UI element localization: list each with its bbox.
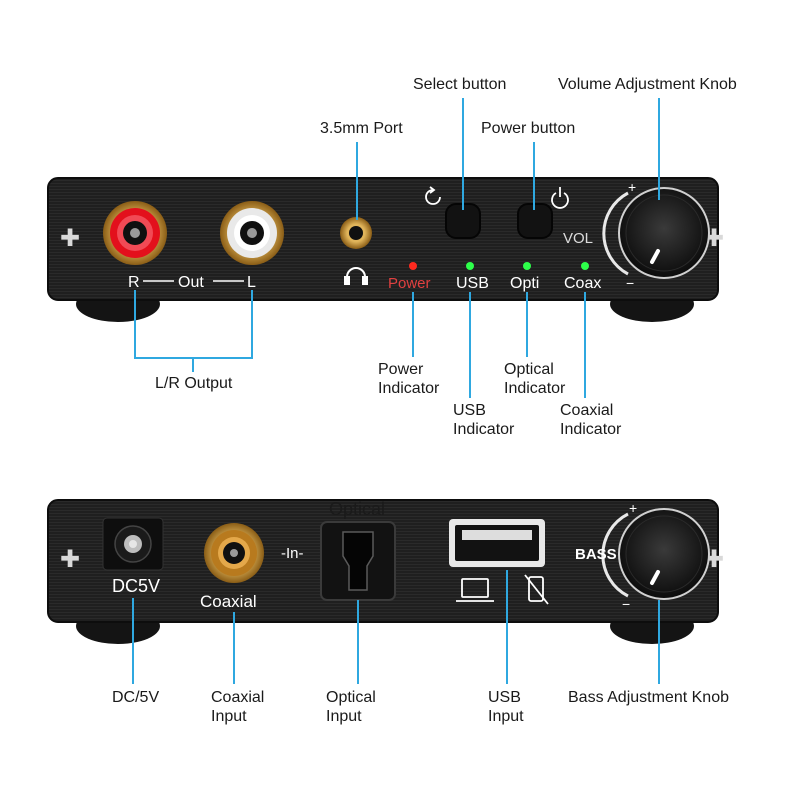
- optical-label: Optical: [329, 499, 385, 519]
- optical-input-callout-1: Optical: [326, 689, 376, 706]
- l-output-jack[interactable]: [220, 201, 284, 265]
- power-indicator-callout-2: Indicator: [378, 380, 440, 397]
- lr-output-callout: L/R Output: [155, 375, 233, 392]
- volume-knob-callout: Volume Adjustment Knob: [558, 76, 737, 93]
- in-label: -In-: [281, 545, 304, 562]
- bass-minus-label: −: [622, 596, 630, 612]
- headphones-icon: [344, 267, 368, 285]
- coaxial-label: Coaxial: [200, 592, 257, 611]
- volume-minus-label: −: [626, 275, 634, 291]
- out-label: Out: [178, 274, 204, 291]
- front-left-screw-icon: ✚: [60, 225, 80, 252]
- usb-input-callout-1: USB: [488, 689, 521, 706]
- no-phone-icon: [524, 574, 549, 605]
- port-35mm-callout: 3.5mm Port: [320, 120, 403, 137]
- headphone-port[interactable]: [340, 217, 372, 249]
- coax-led: [581, 262, 589, 270]
- optical-indicator-callout-1: Optical: [504, 361, 554, 378]
- usb-input-callout-2: Input: [488, 708, 524, 725]
- back-left-screw-icon: ✚: [60, 546, 80, 573]
- bass-knob-callout: Bass Adjustment Knob: [568, 689, 729, 706]
- usb-indicator-callout-2: Indicator: [453, 421, 515, 438]
- front-panel: ✚ ✚ R Out L: [47, 177, 724, 322]
- dc5v-label: DC5V: [112, 576, 160, 596]
- bass-label: BASS: [575, 546, 617, 563]
- optical-input-callout-2: Input: [326, 708, 362, 725]
- power-indicator-callout-1: Power: [378, 361, 424, 378]
- select-button-callout: Select button: [413, 76, 506, 93]
- power-icon: [551, 187, 569, 209]
- usb-input-port[interactable]: [449, 519, 545, 567]
- optical-input-port[interactable]: [320, 521, 396, 601]
- l-label: L: [247, 274, 256, 291]
- back-callouts: DC/5V Coaxial Input Optical Input USB In…: [112, 570, 729, 725]
- coaxial-indicator-callout-2: Indicator: [560, 421, 622, 438]
- dc5v-callout: DC/5V: [112, 689, 159, 706]
- volume-arc: [602, 191, 629, 276]
- vol-label: VOL: [563, 230, 593, 247]
- opti-led: [523, 262, 531, 270]
- optical-indicator-callout-2: Indicator: [504, 380, 566, 397]
- coaxial-input-callout-1: Coaxial: [211, 689, 264, 706]
- r-output-jack[interactable]: [103, 201, 167, 265]
- coaxial-input-jack[interactable]: [204, 523, 264, 583]
- usb-indicator-callout-1: USB: [453, 402, 486, 419]
- usb-indicator-label: USB: [456, 275, 489, 292]
- coaxial-indicator-callout-1: Coaxial: [560, 402, 613, 419]
- back-panel: ✚ ✚ DC5V Coaxial -In- Optical: [47, 499, 724, 644]
- bass-plus-label: +: [629, 500, 637, 516]
- bass-knob[interactable]: [618, 508, 710, 600]
- laptop-icon: [456, 578, 494, 602]
- opti-indicator-label: Opti: [510, 275, 539, 292]
- r-label: R: [128, 274, 140, 291]
- volume-plus-label: +: [628, 179, 636, 195]
- bass-arc: [601, 512, 629, 598]
- coax-indicator-label: Coax: [564, 275, 601, 292]
- select-icon: [425, 186, 441, 205]
- power-button-callout: Power button: [481, 120, 575, 137]
- front-callouts: Select button Volume Adjustment Knob 3.5…: [134, 76, 737, 438]
- usb-led: [466, 262, 474, 270]
- dc-power-jack[interactable]: [102, 517, 164, 571]
- power-indicator-label: Power: [388, 275, 431, 292]
- volume-knob[interactable]: [618, 187, 710, 279]
- power-led: [409, 262, 417, 270]
- coaxial-input-callout-2: Input: [211, 708, 247, 725]
